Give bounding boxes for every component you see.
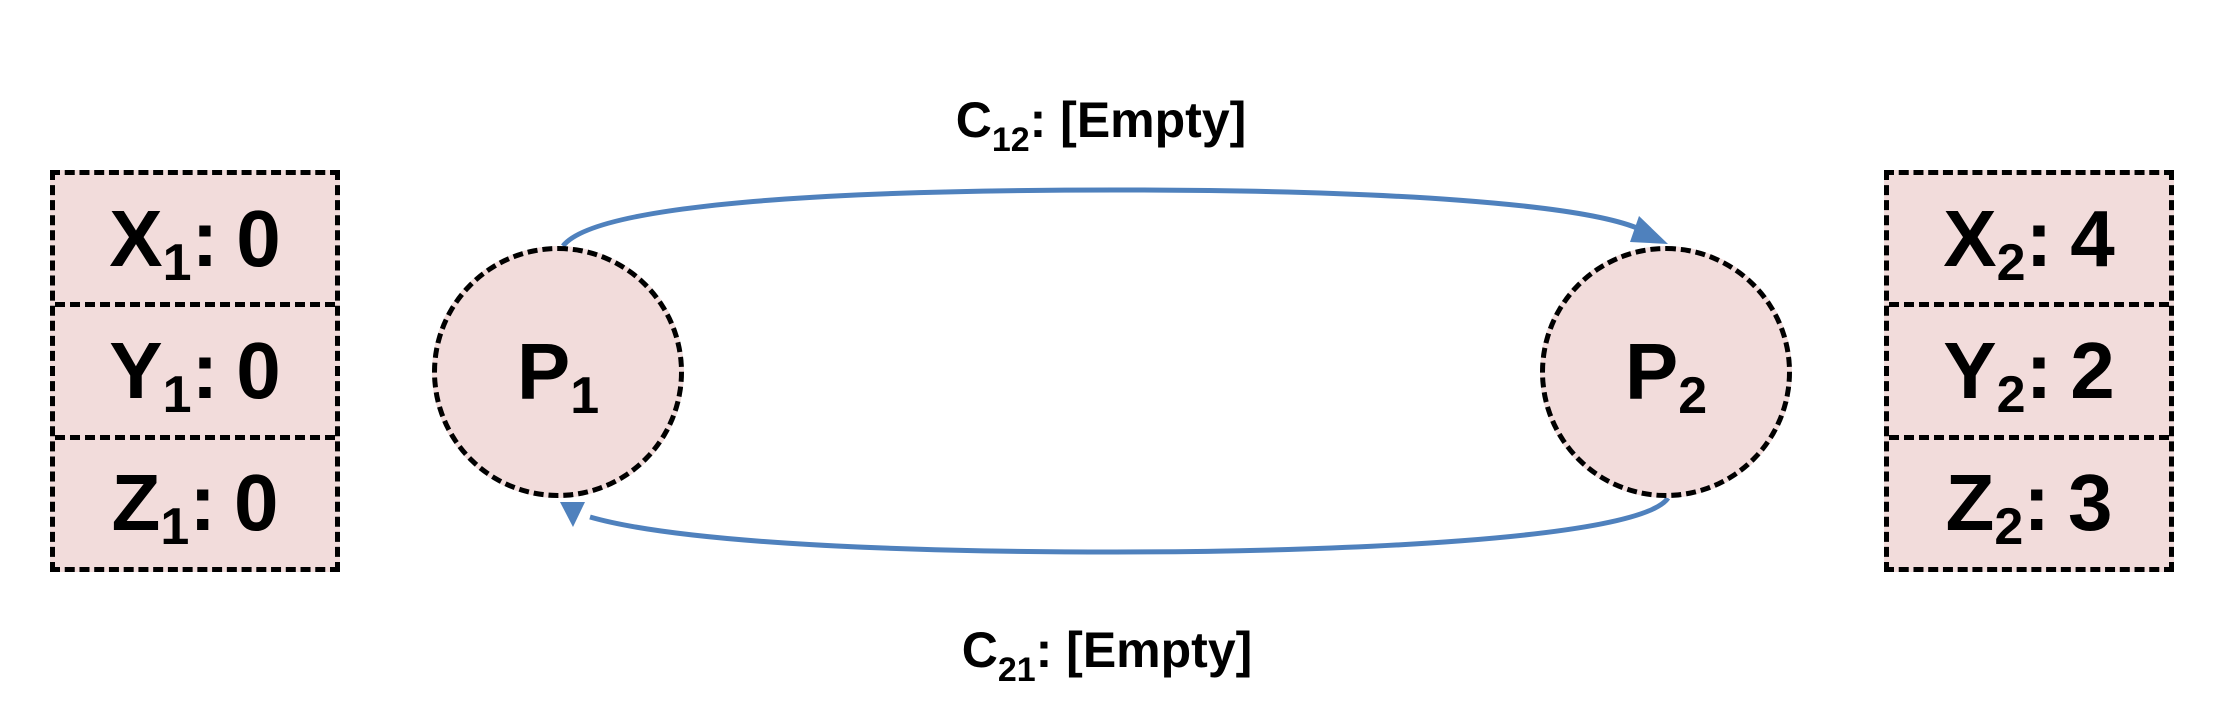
var-name: Z [111,458,161,548]
process-letter: P [1624,327,1679,416]
channel-c12-arrowhead [1630,216,1668,244]
var-value: 3 [2067,458,2113,548]
var-separator: : [2025,193,2053,283]
var-separator: : [189,458,216,548]
var-value: 4 [2070,193,2115,283]
var-name: Y [109,325,163,415]
var-subscript: 1 [160,498,190,557]
var-name: Y [1943,325,1997,415]
var-subscript: 2 [1996,365,2026,424]
var-value: 0 [236,193,281,283]
channel-subscript: 21 [997,651,1036,689]
channel-c21-label: C21: [Empty] [961,622,1253,687]
var-subscript: 2 [1994,498,2024,557]
channel-letter: C [961,622,998,678]
process-subscript: 2 [1678,367,1708,425]
channel-letter: C [955,92,992,148]
var-subscript: 2 [1996,233,2026,292]
process-letter: P [516,327,571,416]
channel-contents: : [Empty] [1029,92,1247,148]
process-subscript: 1 [570,367,600,425]
var-name: X [1943,193,1997,283]
var-value: 2 [2070,325,2115,415]
var-separator: : [191,193,219,283]
var-value: 0 [236,325,281,415]
channel-contents: : [Empty] [1035,622,1253,678]
var-separator: : [191,325,219,415]
channel-c21-arrowhead [560,502,585,527]
channel-c21-arrow [589,496,1671,555]
var-separator: : [2023,458,2050,548]
var-separator: : [2025,325,2053,415]
channel-c12-label: C12: [Empty] [955,92,1247,157]
var-subscript: 1 [162,365,192,424]
var-name: X [109,193,163,283]
channel-subscript: 12 [991,121,1030,159]
var-subscript: 1 [162,233,192,292]
channel-c12-arrow [561,187,1638,248]
var-name: Z [1945,458,1995,548]
var-value: 0 [233,458,279,548]
